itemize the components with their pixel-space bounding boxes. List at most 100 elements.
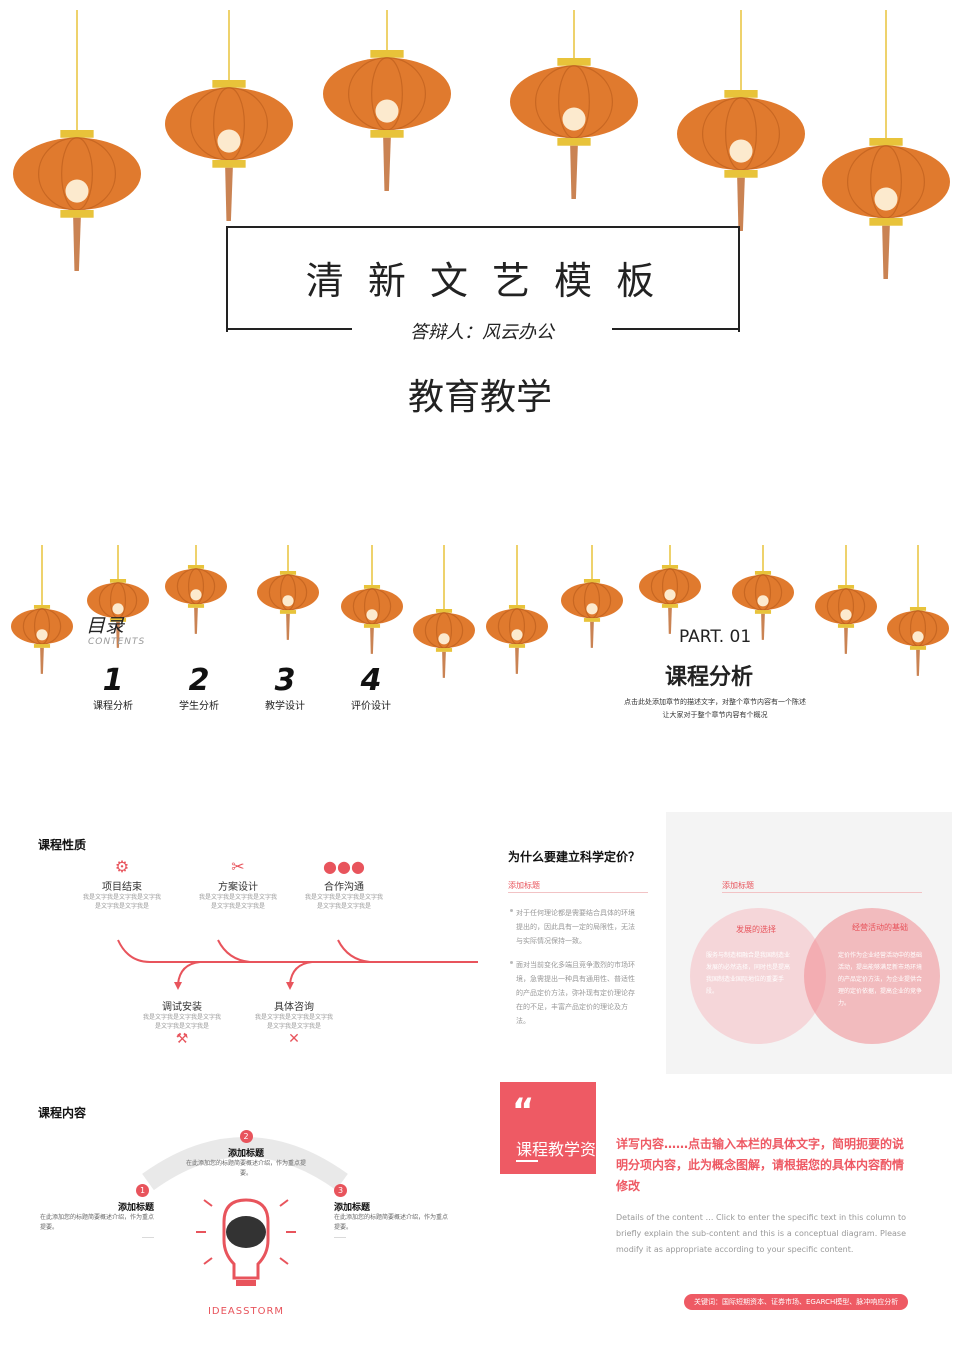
- lantern-icon: [323, 10, 451, 192]
- toc-item-label: 评价设计: [351, 701, 391, 712]
- part-slide: PART. 01 课程分析 点击此处添加章节的描述文字，对整个章节内容有一个陈述…: [485, 545, 960, 815]
- part-label: PART. 01: [679, 627, 752, 647]
- nature-item-text: 我是文字我是文字我是文字我是文字我是文字我是: [304, 894, 383, 910]
- venn-right-title: 经营活动的基础: [852, 923, 908, 932]
- nature-item-3: ●●● 合作沟通 我是文字我是文字我是文字我是文字我是文字我是: [304, 858, 384, 911]
- content-item-3: 3 添加标题 在此添加您的标题简要概述介绍，作为重点提要。 ……: [334, 1184, 452, 1240]
- number-badge: 1: [136, 1184, 149, 1197]
- lantern-icon: [87, 545, 149, 648]
- resource-body: Details of the content … Click to enter …: [616, 1213, 906, 1254]
- cover-slide: 清 新 文 艺 模 板 答辩人：风云办公 教育教学: [0, 0, 960, 540]
- venn-right-text: 定价作为企业经营活动中的基础活动，提出能够满足新市场环境的产品定价方法，为企业提…: [838, 952, 923, 1007]
- hammer-icon: ⚒: [175, 1031, 189, 1047]
- pricing-heading: 为什么要建立科学定价？: [508, 850, 641, 864]
- lantern-icon: [165, 10, 293, 222]
- bullet-text: 对于任何理论都是需要结合具体的环境提出的，因此具有一定的局限性，无法与实际情况保…: [516, 909, 635, 945]
- toc-title-en: CONTENTS: [88, 637, 146, 647]
- toc-item-label: 课程分析: [93, 701, 133, 712]
- content-item-text: 在此添加您的标题简要概述介绍，作为重点提要。: [186, 1160, 307, 1177]
- lantern-icon: [887, 545, 949, 676]
- toc-item-3[interactable]: 3 教学设计: [254, 663, 316, 713]
- nature-item-title: 具体咨询: [274, 1002, 314, 1013]
- clock-gear-icon: ⚙: [114, 857, 130, 876]
- nature-item-text: 我是文字我是文字我是文字我是文字我是文字我是: [142, 1014, 221, 1030]
- nature-item-1: ⚙ 项目结束 我是文字我是文字我是文字我是文字我是文字我是: [82, 858, 162, 911]
- lantern-icon: [815, 545, 877, 654]
- resource-box-title: 课程教学资源: [516, 1140, 596, 1159]
- lantern-icon: [11, 545, 73, 674]
- lantern-icon: [639, 545, 701, 634]
- nature-slide: 课程性质 ⚙ 项目结束 我是文字我是文字我是文字我是文字我是文字我是 ✂ 方案设…: [0, 812, 478, 1082]
- part-desc-2: 让大家对于整个章节内容有个概况: [662, 711, 768, 719]
- pricing-tag-left: 添加标题: [508, 881, 540, 890]
- toc-item-2[interactable]: 2 学生分析: [168, 663, 230, 713]
- cover-subtitle: 教育教学: [407, 377, 552, 418]
- cover-title: 清 新 文 艺 模 板: [305, 259, 661, 303]
- content-item-text: 在此添加您的标题简要概述介绍，作为重点提要。: [334, 1214, 449, 1231]
- pricing-tag-left-underline: [508, 892, 648, 893]
- content-item-title: 添加标题: [117, 1203, 154, 1213]
- lantern-icon: [677, 10, 805, 232]
- venn-circle-right: [804, 908, 940, 1044]
- lantern-icon: [510, 10, 638, 200]
- resource-box-underline: [516, 1160, 538, 1162]
- keywords-badge: 关键词：国际短期资本、证券市场、EGARCH模型、脉冲响应分析: [684, 1294, 909, 1310]
- resource-slide: “ 课程教学资源 详写内容……点击输入本栏的具体文字，简明扼要的说明分项内容，此…: [490, 1082, 960, 1352]
- wrench-icon: ✕: [288, 1031, 300, 1047]
- nature-item-2: ✂ 方案设计 我是文字我是文字我是文字我是文字我是文字我是: [198, 858, 278, 911]
- content-item-more: ……: [142, 1233, 154, 1240]
- toc-item-4[interactable]: 4 评价设计: [340, 663, 402, 713]
- pricing-tag-right-underline: [722, 892, 922, 893]
- nature-item-title: 项目结束: [102, 882, 142, 893]
- bullet-text: 面对当前变化多端且竞争激烈的市场环境，急需提出一种具有通用性、普适性的产品定价方…: [516, 961, 635, 1025]
- lantern-icon: [257, 545, 319, 640]
- process-line: [117, 939, 478, 990]
- nature-item-title: 调试安装: [162, 1002, 202, 1013]
- cover-speaker: 答辩人：风云办公: [410, 322, 554, 343]
- lantern-icon: [732, 545, 794, 640]
- nature-item-title: 合作沟通: [324, 882, 364, 893]
- content-item-title: 添加标题: [227, 1149, 264, 1159]
- toc-item-1[interactable]: 1 课程分析: [82, 665, 144, 713]
- toc-slide: 目录 CONTENTS 1 课程分析 2 学生分析 3 教学设计 4 评价设计: [0, 545, 475, 815]
- venn-circle-left: [690, 908, 826, 1044]
- resource-box: “ 课程教学资源: [500, 1082, 596, 1174]
- title-frame: [226, 226, 740, 332]
- tools-icon: ✂: [231, 857, 245, 876]
- toc-title: 目录: [86, 615, 125, 637]
- toc-item-number: 2: [188, 663, 210, 698]
- number-badge: 2: [239, 1130, 253, 1143]
- content-heading: 课程内容: [38, 1106, 87, 1120]
- lantern-icon: [561, 545, 623, 648]
- part-title: 课程分析: [665, 665, 754, 690]
- title-frame-bottom-right: [612, 328, 738, 330]
- resource-headline: 详写内容……点击输入本栏的具体文字，简明扼要的说明分项内容，此为概念图解，请根据…: [616, 1137, 905, 1193]
- content-item-1: 1 添加标题 在此添加您的标题简要概述介绍，作为重点提要。 ……: [40, 1184, 154, 1240]
- toc-items: 1 课程分析 2 学生分析 3 教学设计 4 评价设计: [82, 665, 422, 715]
- nature-heading: 课程性质: [38, 838, 87, 852]
- content-item-more: ……: [334, 1233, 346, 1240]
- toc-item-number: 4: [360, 663, 382, 698]
- toc-item-number: 3: [274, 663, 296, 698]
- toc-item-label: 学生分析: [179, 701, 219, 712]
- lantern-icon: [822, 10, 950, 280]
- team-icon: ●●●: [323, 857, 365, 876]
- pricing-bullet-1: 对于任何理论都是需要结合具体的环境提出的，因此具有一定的局限性，无法与实际情况保…: [510, 906, 640, 948]
- content-item-2: 2 添加标题 在此添加您的标题简要概述介绍，作为重点提要。: [186, 1130, 306, 1179]
- nature-item-text: 我是文字我是文字我是文字我是文字我是文字我是: [82, 894, 161, 910]
- venn-left-text: 服务与制造相融合是我国制造业发展的必然选择，同时也是提高我国制造业国际地位的重要…: [706, 952, 791, 995]
- pricing-tag-right: 添加标题: [722, 881, 754, 890]
- content-item-text: 在此添加您的标题简要概述介绍，作为重点提要。: [40, 1214, 155, 1231]
- venn-left-title: 发展的选择: [736, 925, 776, 934]
- quote-mark: “: [512, 1091, 535, 1131]
- content-arc: [142, 1137, 348, 1286]
- content-item-title: 添加标题: [334, 1203, 371, 1213]
- nature-item-text: 我是文字我是文字我是文字我是文字我是文字我是: [254, 1014, 333, 1030]
- nature-item-title: 方案设计: [218, 882, 258, 893]
- nature-item-text: 我是文字我是文字我是文字我是文字我是文字我是: [198, 894, 277, 910]
- toc-item-label: 教学设计: [265, 701, 305, 712]
- lantern-icon: [341, 545, 403, 654]
- nature-item-4: 调试安装 我是文字我是文字我是文字我是文字我是文字我是 ⚒: [142, 998, 222, 1047]
- lantern-icon: [486, 545, 548, 674]
- lantern-icon: [13, 10, 141, 272]
